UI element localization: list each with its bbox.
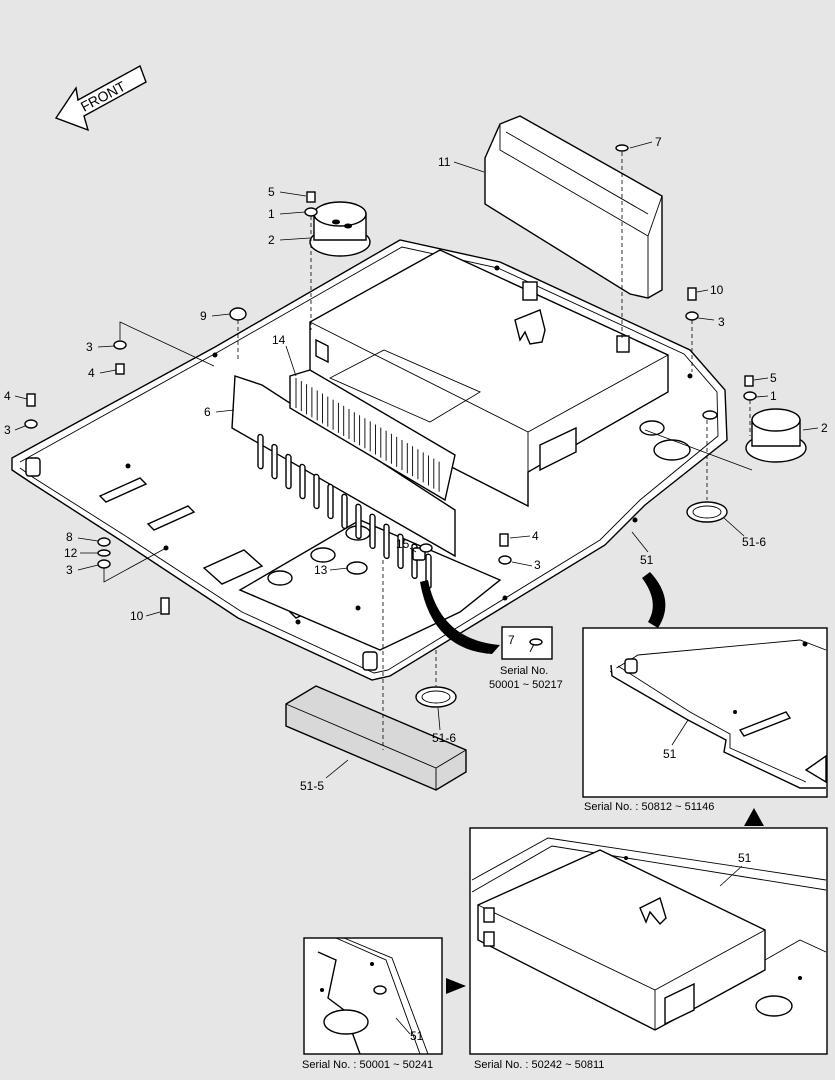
label-51-inset-bl: 51: [410, 1029, 424, 1043]
serial-small-line2: 50001 ~ 50217: [489, 679, 563, 691]
grille-slot: [257, 433, 264, 470]
label-12: 12: [64, 546, 78, 560]
seal-ring-right-inner: [692, 505, 722, 519]
front-arrow-icon: FRONT: [54, 64, 147, 132]
serial-box-7: 7 Serial No. 50001 ~ 50217: [489, 626, 563, 691]
label-2-right: 2: [821, 421, 828, 435]
label-2-left: 2: [268, 233, 275, 247]
grille-slot: [369, 513, 376, 550]
label-4-center: 4: [532, 529, 539, 543]
caption-inset-right: Serial No. : 50812 ~ 51146: [584, 801, 714, 813]
insulation-pad: [285, 685, 467, 791]
caption-inset-br: Serial No. : 50242 ~ 50811: [474, 1059, 604, 1071]
label-51-main: 51: [640, 553, 654, 567]
grille-slot: [271, 443, 278, 480]
air-duct: [484, 115, 663, 299]
label-3-left: 3: [86, 340, 93, 354]
label-4-left: 4: [88, 366, 95, 380]
label-10-bottom: 10: [130, 609, 144, 623]
label-3-right-top: 3: [718, 315, 725, 329]
curved-arrow-inset-icon: [642, 572, 666, 628]
label-3-center: 3: [534, 558, 541, 572]
label-51-inset-right: 51: [663, 747, 677, 761]
vent-grille: [231, 375, 456, 589]
hardware: [24, 144, 757, 615]
label-51-inset-br: 51: [738, 851, 752, 865]
grille-slot: [327, 483, 334, 520]
label-51-6-right: 51-6: [742, 535, 766, 549]
grille-slot: [313, 473, 320, 510]
label-9: 9: [200, 309, 207, 323]
inset-bottom-right: 51 Serial No. : 50242 ~ 50811: [469, 827, 828, 1071]
label-3-bottom-left: 3: [66, 563, 73, 577]
label-1-left: 1: [268, 207, 275, 221]
triangle-right-icon: [446, 978, 466, 994]
grille-slot: [383, 523, 390, 560]
seal-ring-bottom-inner: [421, 690, 451, 704]
inset-right: 51 Serial No. : 50812 ~ 51146: [582, 627, 828, 813]
label-51-6-bottom: 51-6: [432, 731, 456, 745]
label-7: 7: [655, 135, 662, 149]
label-13: 13: [314, 563, 328, 577]
grille-slot: [397, 533, 404, 570]
inset-bottom-left: 51 Serial No. : 50001 ~ 50241: [302, 937, 443, 1071]
blower-ring-right: [745, 408, 807, 463]
label-15: 15: [396, 537, 410, 551]
triangle-up-icon: [744, 808, 764, 826]
filter-element: [289, 369, 456, 502]
caption-inset-bl: Serial No. : 50001 ~ 50241: [302, 1059, 433, 1071]
seal-ring-bottom: [415, 686, 457, 708]
label-4-far-left: 4: [4, 389, 11, 403]
label-14: 14: [272, 333, 286, 347]
label-8: 8: [66, 530, 73, 544]
serial-small-line1: Serial No.: [500, 665, 548, 677]
part-callouts: 5 1 2 11 7 10 3 5 1 2 9 3 4 4 3 14 6 8: [4, 135, 828, 793]
seal-ring-right: [686, 501, 728, 523]
blower-ring-left: [309, 201, 371, 257]
grille-slot: [299, 463, 306, 500]
grille-slot: [355, 503, 362, 540]
curved-arrow-serial-icon: [420, 580, 500, 654]
grille-slot: [285, 453, 292, 490]
label-11: 11: [438, 155, 451, 169]
label-1-right: 1: [770, 389, 777, 403]
exploded-lines: [103, 152, 753, 750]
label-6: 6: [204, 405, 211, 419]
label-3-far-left: 3: [4, 423, 11, 437]
label-10-right: 10: [710, 283, 724, 297]
label-51-5: 51-5: [300, 779, 324, 793]
grille-slot: [341, 493, 348, 530]
label-7-small: 7: [508, 633, 515, 647]
label-5-left: 5: [268, 185, 275, 199]
label-5-right: 5: [770, 371, 777, 385]
